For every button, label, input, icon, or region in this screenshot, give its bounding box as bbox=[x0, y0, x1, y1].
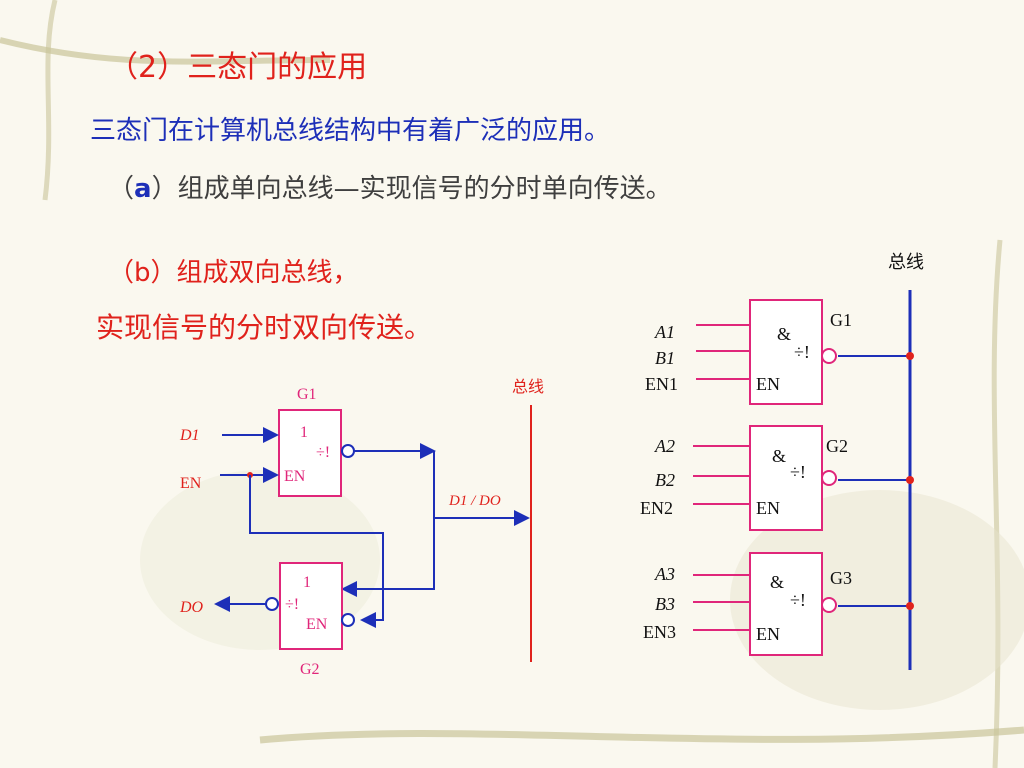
right-g3-a: A3 bbox=[654, 564, 675, 584]
right-g3-en-in: EN3 bbox=[643, 622, 676, 642]
left-gate-g1 bbox=[278, 409, 342, 497]
left-g2-tri: ÷! bbox=[285, 596, 299, 613]
left-g2-label: G2 bbox=[300, 661, 320, 678]
right-g1-func: & bbox=[777, 324, 791, 344]
bidirectional-bus-detail: 实现信号的分时双向传送。 bbox=[96, 311, 433, 344]
left-g1-func: 1 bbox=[300, 424, 308, 441]
right-g2-b: B2 bbox=[655, 470, 675, 490]
right-g1-a: A1 bbox=[654, 322, 675, 342]
right-g1-en: EN bbox=[756, 374, 780, 394]
right-g3-b: B3 bbox=[655, 594, 675, 614]
right-gate-2: G2 & ÷! EN A2 B2 EN2 bbox=[640, 425, 914, 531]
right-gate-3: G3 & ÷! EN A3 B3 EN3 bbox=[643, 552, 914, 656]
intro-sentence: 三态门在计算机总线结构中有着广泛的应用。 bbox=[90, 116, 611, 146]
left-g1-label: G1 bbox=[297, 386, 317, 403]
left-en-input-label: EN bbox=[180, 475, 202, 492]
right-bus-label: 总线 bbox=[888, 252, 924, 273]
left-g2-func: 1 bbox=[303, 574, 311, 591]
left-bus-label: 总线 bbox=[512, 377, 544, 396]
left-d0-output-label: DO bbox=[179, 599, 204, 616]
right-g1-tri: ÷! bbox=[794, 342, 810, 362]
right-g3-tri: ÷! bbox=[790, 590, 806, 610]
right-g3-func: & bbox=[770, 572, 784, 592]
right-g2-tri: ÷! bbox=[790, 462, 806, 482]
right-g3-en: EN bbox=[756, 624, 780, 644]
right-g1-name: G1 bbox=[830, 310, 852, 330]
bidirectional-bus-point: （b）组成双向总线， bbox=[108, 258, 359, 288]
left-gate-g2 bbox=[279, 562, 343, 650]
right-g1-en-in: EN1 bbox=[645, 374, 678, 394]
right-g2-en-in: EN2 bbox=[640, 498, 673, 518]
point-a-text: ）组成单向总线—实现信号的分时单向传送。 bbox=[151, 174, 672, 204]
right-gate-1: G1 & ÷! EN A1 B1 EN1 bbox=[645, 299, 914, 405]
left-g1-en: EN bbox=[284, 468, 306, 485]
right-g1-b: B1 bbox=[655, 348, 675, 368]
left-g2-en-bubble bbox=[341, 613, 355, 627]
slide-title: （2）三态门的应用 bbox=[108, 50, 368, 85]
right-g2-en: EN bbox=[756, 498, 780, 518]
right-g2-a: A2 bbox=[654, 436, 675, 456]
unidirectional-bus-point: （a）组成单向总线—实现信号的分时单向传送。 bbox=[108, 168, 672, 205]
left-g2-en: EN bbox=[306, 616, 328, 633]
paren-open: （ bbox=[108, 174, 135, 204]
left-bus-signal: D1 / DO bbox=[448, 493, 501, 509]
right-g2-name: G2 bbox=[826, 436, 848, 456]
right-g3-name: G3 bbox=[830, 568, 852, 588]
left-g1-tri: ÷! bbox=[316, 444, 330, 461]
point-letter-a: a bbox=[134, 174, 152, 204]
right-g2-func: & bbox=[772, 446, 786, 466]
left-d1-input-label: D1 bbox=[179, 427, 200, 444]
